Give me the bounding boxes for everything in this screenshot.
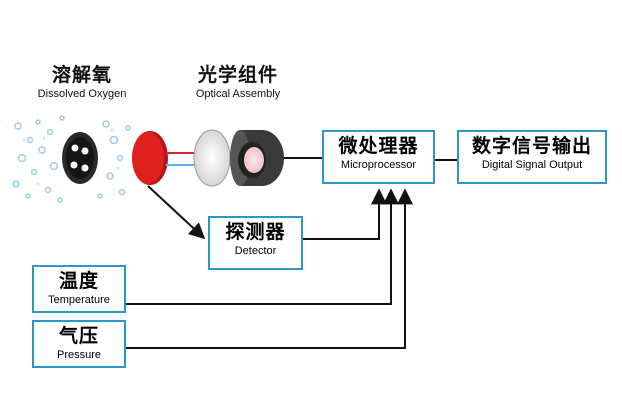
optical-assembly-zh: 光学组件 — [197, 64, 278, 86]
optical-housing-icon — [230, 130, 284, 186]
digital-output-zh: 数字信号输出 — [471, 135, 592, 157]
temperature-zh: 温度 — [58, 270, 99, 292]
detector-box: 探测器 Detector — [208, 216, 303, 270]
dissolved-oxygen-label: 溶解氧 Dissolved Oxygen — [20, 64, 144, 101]
digital-output-en: Digital Signal Output — [481, 159, 583, 171]
sensor-disk-icon — [62, 132, 98, 184]
pressure-box: 气压 Pressure — [32, 320, 126, 368]
dissolved-oxygen-en: Dissolved Oxygen — [37, 88, 127, 100]
membrane-icon — [132, 131, 168, 185]
dissolved-oxygen-zh: 溶解氧 — [51, 64, 112, 86]
pressure-en: Pressure — [56, 349, 102, 361]
microprocessor-box: 微处理器 Microprocessor — [322, 130, 435, 184]
temperature-en: Temperature — [48, 294, 110, 306]
microprocessor-en: Microprocessor — [340, 159, 417, 171]
digital-output-box: 数字信号输出 Digital Signal Output — [457, 130, 607, 184]
bubbles-icon — [12, 115, 131, 203]
connection-wires — [126, 157, 457, 349]
microprocessor-zh: 微处理器 — [338, 135, 419, 157]
detector-en: Detector — [234, 245, 277, 257]
detector-zh: 探测器 — [225, 221, 286, 243]
temperature-box: 温度 Temperature — [32, 265, 126, 313]
optical-assembly-en: Optical Assembly — [195, 88, 281, 100]
optical-assembly-label: 光学组件 Optical Assembly — [178, 64, 298, 101]
lens-icon — [193, 129, 231, 187]
pressure-zh: 气压 — [58, 325, 99, 347]
